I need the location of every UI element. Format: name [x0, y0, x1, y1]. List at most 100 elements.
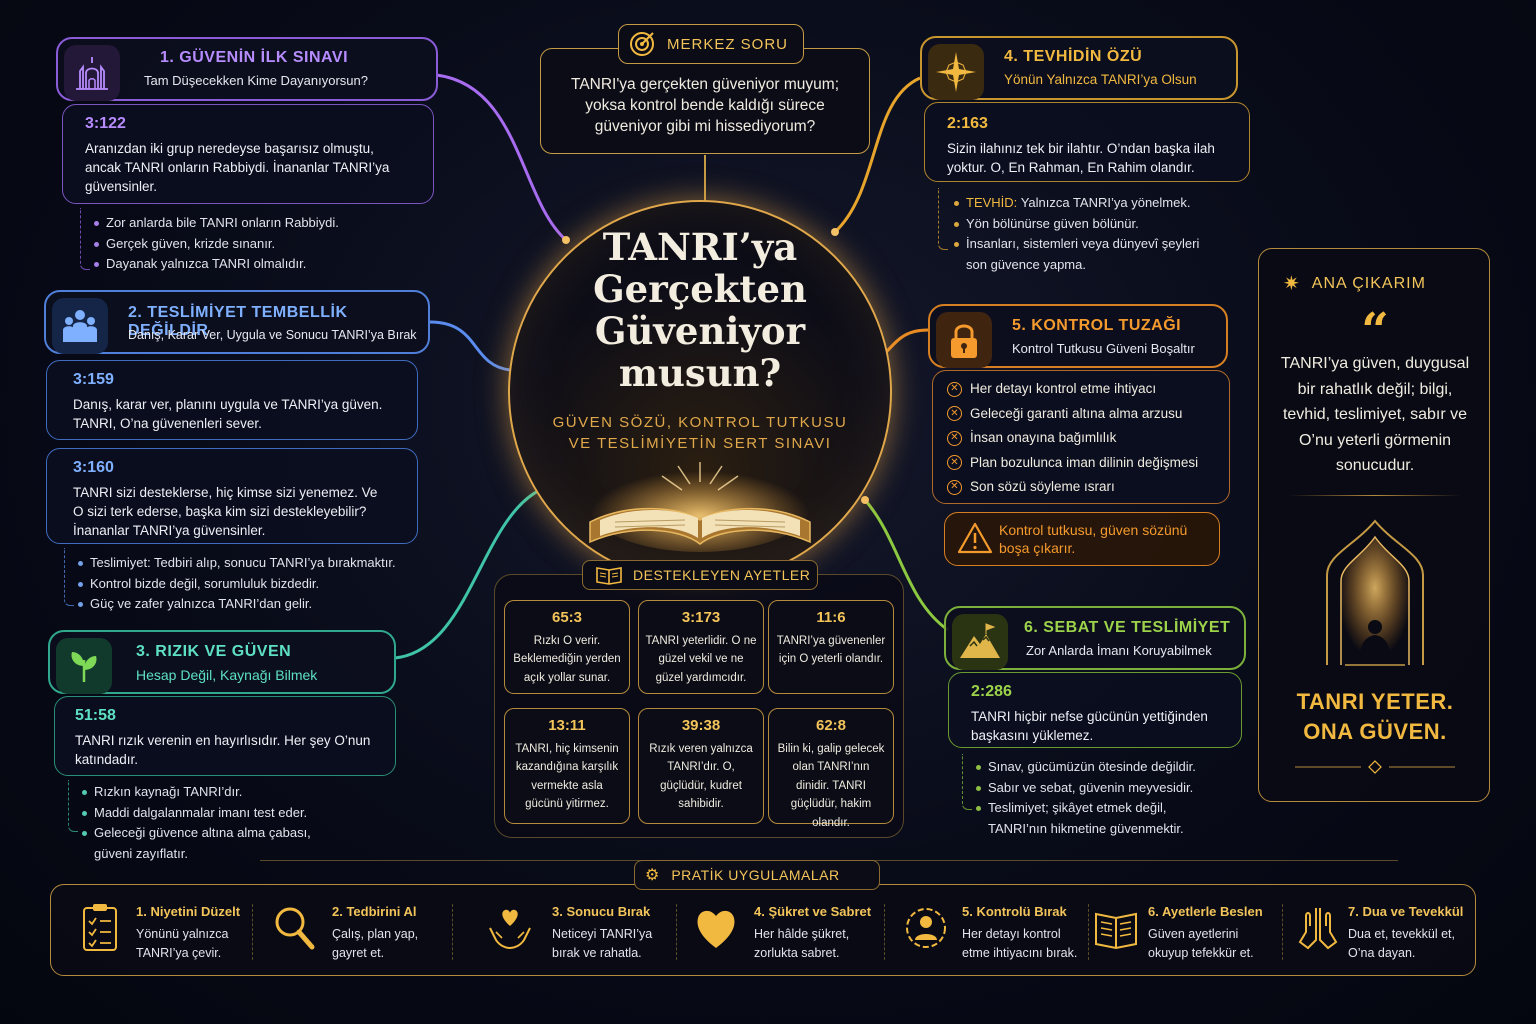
section-2-verse-card-1: 3:159 Danış, karar ver, planını uygula v…	[46, 360, 418, 440]
supporting-verses-header: DESTEKLEYEN AYETLER	[582, 560, 818, 590]
section-6-title: 6. SEBAT VE TESLİMİYET	[1024, 619, 1231, 636]
open-book-illustration	[589, 462, 811, 552]
takeaway-slogan: TANRI YETER. ONA GÜVEN.	[1296, 689, 1454, 744]
verse-ref: 51:58	[75, 707, 116, 724]
mountain-flag-icon	[952, 614, 1008, 670]
central-question-text: TANRI'ya gerçekten güveniyor muyum; yoks…	[571, 76, 839, 135]
section-6-bullets: Sınav, gücümüzün ötesinde değildir. Sabı…	[974, 757, 1224, 839]
central-question-header: MERKEZ SORU	[618, 24, 804, 64]
sprout-icon	[56, 638, 112, 694]
verse-ref: 3:160	[73, 459, 114, 476]
section-4-verse-card: 2:163 Sizin ilahınız tek bir ilahtır. O’…	[924, 102, 1250, 182]
verse-ref: 3:122	[85, 115, 126, 132]
section-2-bullets: Teslimiyet: Tedbiri alıp, sonucu TANRI’y…	[76, 553, 396, 615]
verse-text: Aranızdan iki grup neredeyse başarısız o…	[85, 141, 390, 195]
takeaway-text: TANRI’ya güven, duygusal bir rahatlık de…	[1280, 355, 1470, 474]
warning-icon	[957, 522, 993, 554]
heart-icon	[697, 910, 735, 948]
section-5-title: 5. KONTROL TUZAĞI	[1012, 317, 1182, 334]
verse-ref: 3:159	[73, 371, 114, 388]
verse-ref: 2:286	[971, 683, 1012, 700]
x-circle-icon: ✕	[947, 455, 962, 471]
section-6-subtitle: Zor Anlarda İmanı Koruyabilmek	[1026, 643, 1212, 658]
verse-ref: 2:163	[947, 115, 988, 132]
takeaway-label: ANA ÇIKARIM	[1311, 274, 1426, 292]
section-5-header: 5. KONTROL TUZAĞI Kontrol Tutkusu Güveni…	[928, 304, 1228, 368]
section-1-bullets: Zor anlarda bile TANRI onların Rabbiydi.…	[92, 213, 339, 275]
section-1-subtitle: Tam Düşecekken Kime Dayanıyorsun?	[144, 73, 368, 88]
section-4-subtitle: Yönün Yalnızca TANRI’ya Olsun	[1004, 72, 1197, 87]
section-2-title: 2. TESLİMİYET TEMBELLİK DEĞİLDİR	[128, 304, 348, 339]
section-2-verse-card-2: 3:160 TANRI sizi desteklerse, hiç kimse …	[46, 448, 418, 544]
section-6-verse-card: 2:286 TANRI hiçbir nefse gücünün yettiği…	[948, 672, 1242, 748]
practical-label: PRATİK UYGULAMALAR	[671, 867, 840, 883]
question-label: MERKEZ SORU	[667, 35, 789, 53]
section-3-bullets: Rızkın kaynağı TANRI’dır. Maddi dalgalan…	[80, 782, 340, 864]
main-subtitle: GÜVEN SÖZÜ, KONTROL TUTKUSU VE TESLİMİYE…	[552, 414, 848, 452]
section-4-header: 4. TEVHİDİN ÖZÜ Yönün Yalnızca TANRI’ya …	[920, 36, 1238, 100]
section-3-header: 3. RIZIK VE GÜVEN Hesap Değil, Kaynağı B…	[48, 630, 396, 694]
ornament-divider	[1295, 760, 1455, 774]
warning-text: Kontrol tutkusu, güven sözünü boşa çıkar…	[999, 522, 1188, 556]
section-1-title: 1. GÜVENİN İLK SINAVI	[160, 49, 349, 66]
main-title: TANRI’ya Gerçekten Güveniyor musun?	[593, 225, 807, 395]
book-icon	[596, 567, 622, 585]
gear-icon: ⚙	[645, 867, 660, 884]
praying-hands-icon	[1298, 908, 1338, 950]
section-4-title: 4. TEVHİDİN ÖZÜ	[1004, 48, 1143, 65]
key-takeaway-panel: ✷ ANA ÇIKARIM “ TANRI’ya güven, duygusal…	[1258, 248, 1490, 802]
control-warning: Kontrol tutkusu, güven sözünü boşa çıkar…	[944, 512, 1220, 566]
supporting-verses-label: DESTEKLEYEN AYETLER	[633, 567, 811, 583]
practical-panel	[50, 884, 1476, 976]
compass-star-icon	[928, 44, 984, 100]
section-3-subtitle: Hesap Değil, Kaynağı Bilmek	[136, 667, 318, 683]
section-1-header: 1. GÜVENİN İLK SINAVI Tam Düşecekken Kim…	[56, 37, 438, 101]
x-circle-icon: ✕	[947, 381, 962, 397]
section-4-bullets: TEVHİD: Yalnızca TANRI’ya yönelmek. Yön …	[952, 193, 1222, 275]
x-circle-icon: ✕	[947, 479, 962, 495]
section-6-header: 6. SEBAT VE TESLİMİYET Zor Anlarda İmanı…	[944, 606, 1246, 670]
verse-text: TANRI sizi desteklerse, hiç kimse sizi y…	[73, 485, 378, 539]
list-item: ✕Geleceği garanti altına alma arzusu	[947, 402, 1215, 427]
x-circle-icon: ✕	[947, 406, 962, 422]
hands-heart-icon	[489, 909, 531, 950]
section-1-verse-card: 3:122 Aranızdan iki grup neredeyse başar…	[62, 104, 434, 204]
people-icon	[52, 298, 108, 354]
list-item: ✕Her detayı kontrol etme ihtiyacı	[947, 377, 1215, 402]
section-3-title: 3. RIZIK VE GÜVEN	[136, 643, 292, 660]
control-trap-list: ✕Her detayı kontrol etme ihtiyacı ✕Gelec…	[932, 370, 1230, 504]
practical-header: ⚙ PRATİK UYGULAMALAR	[634, 860, 880, 890]
section-3-verse-card: 51:58 TANRI rızık verenin en hayırlısıdı…	[54, 696, 396, 776]
checklist-icon	[83, 904, 117, 951]
sparkle-icon: ✷	[1283, 273, 1300, 295]
list-item: ✕Plan bozulunca iman dilinin değişmesi	[947, 451, 1215, 476]
section-5-subtitle: Kontrol Tutkusu Güveni Boşaltır	[1012, 341, 1195, 356]
section-2-subtitle: Danış, Karar Ver, Uygula ve Sonucu TANRI…	[128, 328, 417, 342]
verse-text: TANRI hiçbir nefse gücünün yettiğinden b…	[971, 709, 1208, 744]
mosque-icon	[64, 45, 120, 101]
quote-mark-icon: “	[1361, 303, 1389, 359]
x-circle-icon: ✕	[947, 430, 962, 446]
verse-text: TANRI rızık verenin en hayırlısıdır. Her…	[75, 733, 371, 768]
verse-text: Sizin ilahınız tek bir ilahtır. O’ndan b…	[947, 141, 1215, 176]
section-2-header: 2. TESLİMİYET TEMBELLİK DEĞİLDİR Danış, …	[44, 290, 430, 354]
magnifier-icon	[275, 907, 315, 950]
person-circle-icon	[906, 908, 946, 948]
list-item: ✕Son sözü söyleme ısrarı	[947, 475, 1215, 500]
list-item: ✕İnsan onayına bağımlılık	[947, 426, 1215, 451]
verse-text: Danış, karar ver, planını uygula ve TANR…	[73, 397, 383, 432]
open-book-icon	[1095, 912, 1137, 950]
